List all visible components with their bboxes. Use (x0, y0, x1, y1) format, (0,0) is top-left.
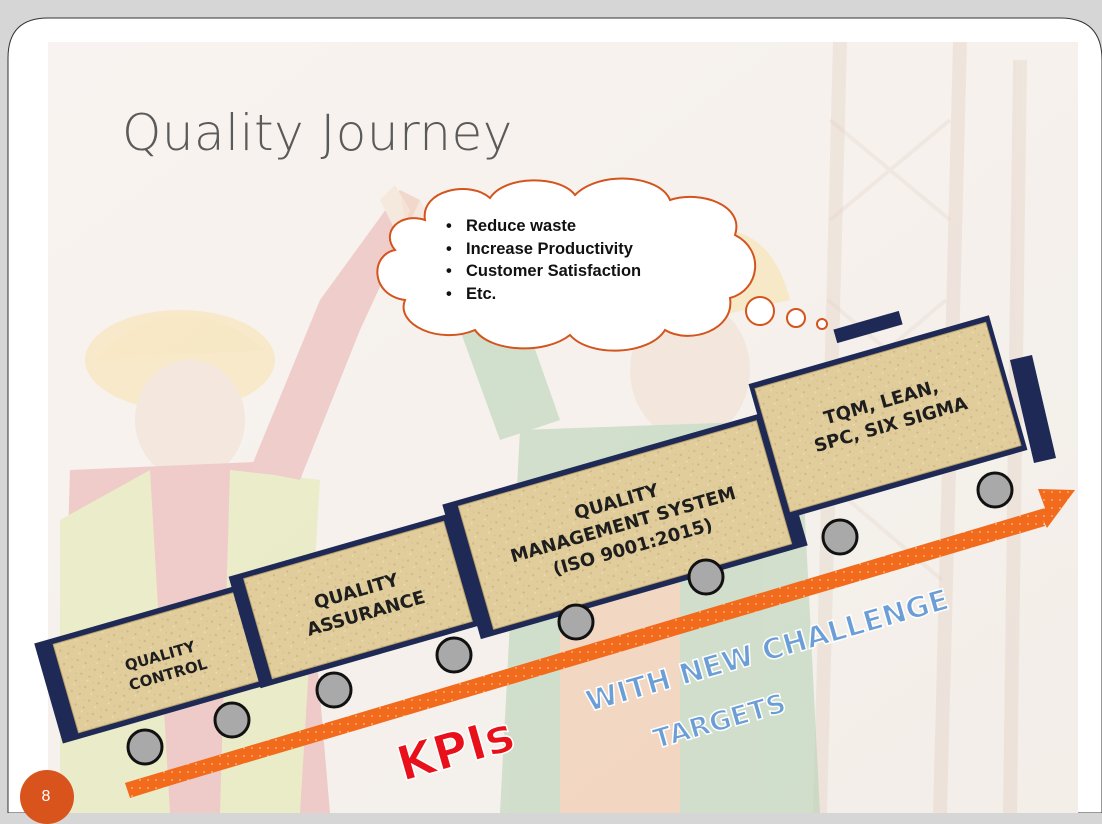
wheels (126, 471, 1014, 766)
car-quality-control (34, 578, 290, 744)
wheel (821, 518, 859, 556)
car-quality-management-system (442, 410, 808, 640)
wheel (687, 558, 725, 596)
car-back-plate (1010, 355, 1056, 463)
wheel (976, 471, 1014, 509)
bullet-increase-productivity: Increase Productivity (446, 238, 641, 261)
train (34, 315, 1028, 744)
car-tqm-lean (748, 315, 1028, 519)
bullet-customer-satisfaction: Customer Satisfaction (446, 260, 641, 283)
progress-arrow (125, 489, 1075, 798)
page-number-badge: 8 (20, 770, 74, 824)
car-quality-assurance (228, 511, 488, 689)
page-title: Quality Journey (122, 104, 513, 162)
wheel (126, 728, 164, 766)
wheel (213, 701, 251, 739)
bullet-etc: Etc. (446, 283, 641, 306)
cloud-bullet-list: Reduce waste Increase Productivity Custo… (446, 215, 641, 305)
wheel (557, 603, 595, 641)
wheel (315, 671, 353, 709)
bullet-reduce-waste: Reduce waste (446, 215, 641, 238)
car-roof-block (833, 310, 903, 344)
wheel (435, 636, 473, 674)
